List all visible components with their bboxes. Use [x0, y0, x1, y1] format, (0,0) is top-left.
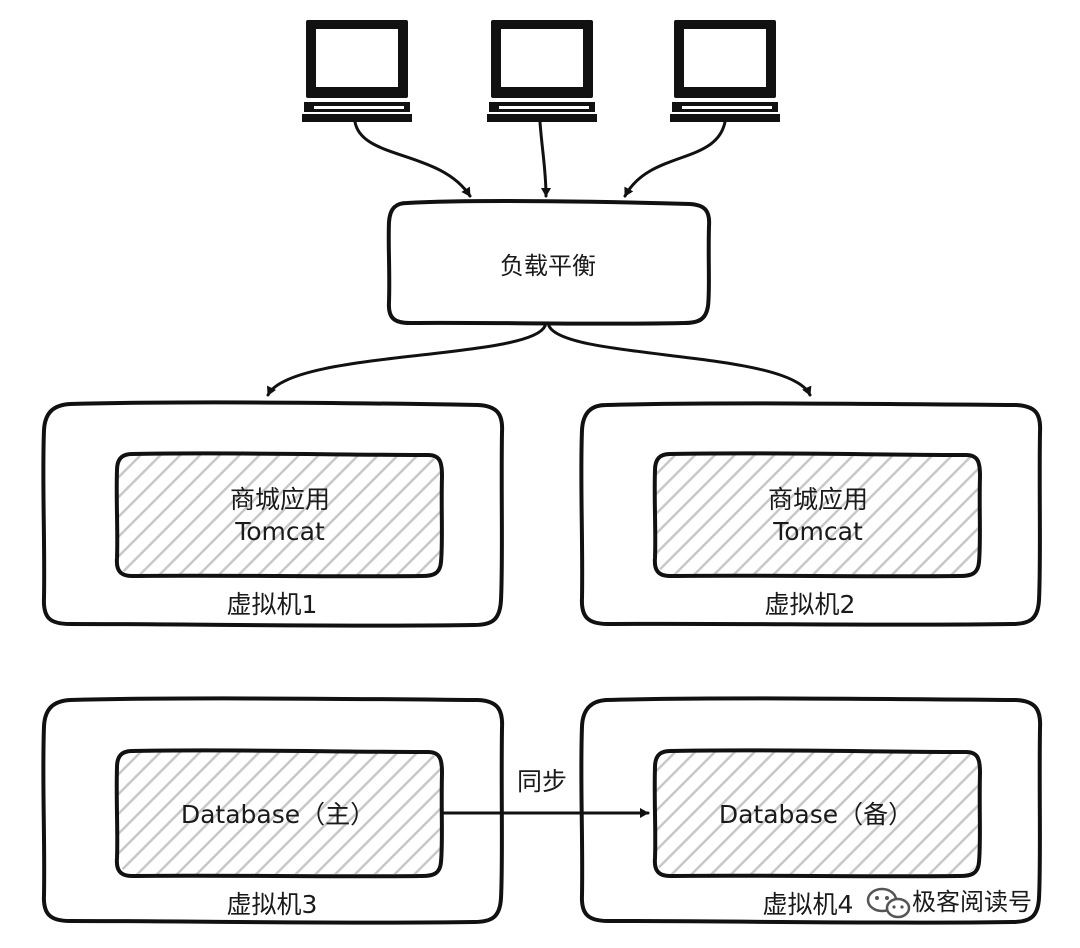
vm1-app-box: 商城应用 Tomcat	[114, 451, 444, 579]
vm2-label: 虚拟机2	[765, 590, 856, 619]
vm3-label: 虚拟机3	[227, 890, 318, 919]
client3-to-lb-arrow	[623, 120, 727, 198]
desktop-computer-icon	[302, 20, 412, 122]
vm1-box: 商城应用 Tomcat 虚拟机1	[41, 400, 505, 628]
watermark: 极客阅读号	[866, 887, 1032, 919]
db-standby-label: Database（备）	[719, 800, 913, 829]
db-standby-box: Database（备）	[652, 748, 982, 879]
lb-to-vm2-arrow	[547, 324, 812, 397]
watermark-text: 极客阅读号	[912, 888, 1032, 916]
sync-label: 同步	[517, 767, 567, 796]
vm1-label: 虚拟机1	[227, 590, 318, 619]
client-computer-2	[487, 20, 597, 122]
load-balancer-label: 负载平衡	[500, 252, 596, 280]
db-primary-label: Database（主）	[181, 800, 375, 829]
vm2-app-box: 商城应用 Tomcat	[652, 451, 982, 579]
vm4-label: 虚拟机4	[763, 890, 854, 919]
vm2-app-label: 商城应用	[768, 485, 868, 514]
vm2-app-sub-label: Tomcat	[772, 517, 863, 546]
client-computer-1	[302, 20, 412, 122]
wechat-icon	[866, 887, 911, 919]
desktop-computer-icon	[487, 20, 597, 122]
load-balancer-box: 负载平衡	[386, 199, 712, 326]
client2-to-lb-arrow	[538, 120, 551, 198]
vm1-app-sub-label: Tomcat	[234, 517, 325, 546]
vm4-box: Database（备） 虚拟机4	[579, 696, 1043, 925]
vm3-box: Database（主） 虚拟机3	[41, 696, 505, 925]
client1-to-lb-arrow	[353, 120, 472, 198]
vm1-app-label: 商城应用	[230, 485, 330, 514]
lb-to-vm1-arrow	[266, 324, 547, 397]
client-computer-3	[670, 20, 780, 122]
db-primary-box: Database（主）	[114, 748, 444, 879]
vm2-box: 商城应用 Tomcat 虚拟机2	[579, 401, 1043, 627]
desktop-computer-icon	[670, 20, 780, 122]
